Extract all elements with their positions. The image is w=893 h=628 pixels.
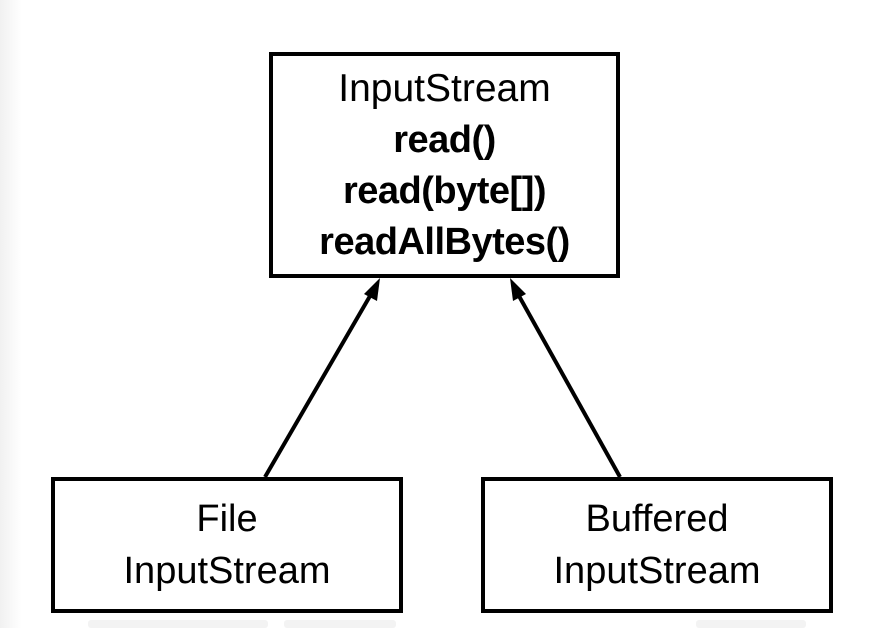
bottom-strip-3 [696, 620, 806, 628]
method-read-byte-array: read(byte[]) [342, 169, 547, 212]
arrowhead-file-to-inputstream [364, 278, 380, 301]
method-read: read() [393, 118, 496, 161]
fileinputstream-class-box: File InputStream [51, 477, 403, 613]
bufferedinputstream-name-line2: InputStream [553, 550, 761, 592]
fileinputstream-name-line1: File [196, 498, 258, 540]
bufferedinputstream-name-line1: Buffered [585, 498, 729, 540]
bottom-strip-2 [284, 620, 396, 628]
inputstream-class-name: InputStream [338, 66, 551, 110]
bufferedinputstream-class-box: Buffered InputStream [481, 477, 833, 613]
inputstream-class-box: InputStream read() read(byte[]) readAllB… [269, 52, 620, 278]
bottom-strip-1 [88, 620, 268, 628]
arrow-line-file-to-inputstream [263, 294, 372, 479]
page-edge-shadow [0, 0, 22, 628]
fileinputstream-name-line2: InputStream [123, 550, 331, 592]
arrow-line-buffered-to-inputstream [517, 295, 622, 478]
method-read-all-bytes: readAllBytes() [319, 220, 570, 263]
arrowhead-buffered-to-inputstream [510, 278, 526, 301]
